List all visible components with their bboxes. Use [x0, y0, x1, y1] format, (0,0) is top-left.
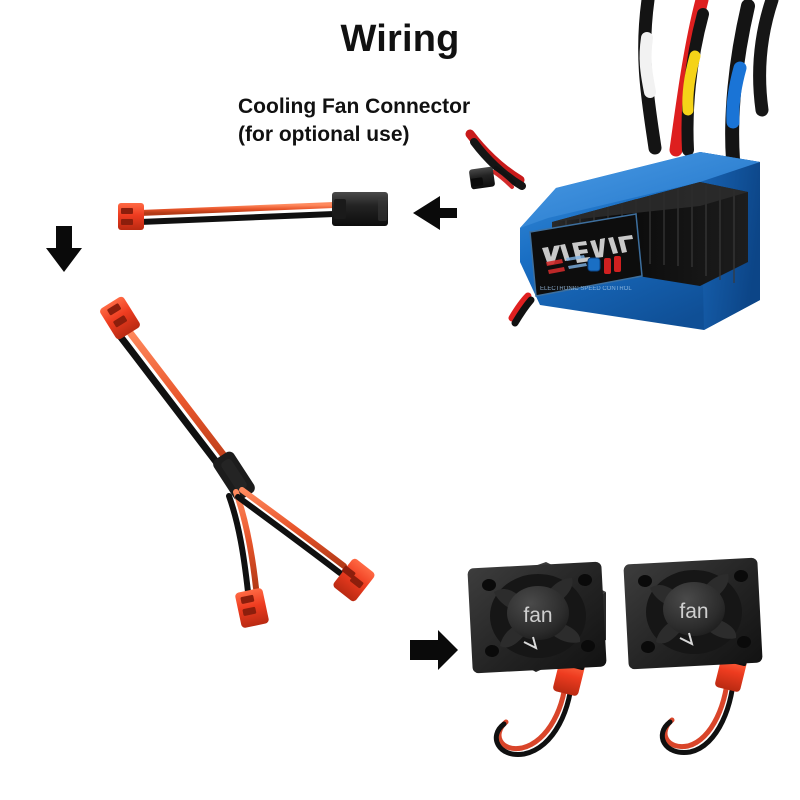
esc-wire-black [753, 0, 779, 117]
esc-battery-wire-left [465, 129, 526, 190]
esc-switch-controls [587, 256, 621, 274]
y-splitter-harness [100, 296, 375, 628]
cooling-fan-right: fan [623, 557, 763, 755]
splitter-trunk-black [116, 332, 234, 484]
fan-adapter-cable [118, 192, 388, 230]
adapter-wire-black [137, 211, 337, 225]
fan-right-hub [663, 582, 725, 636]
fan-left-hub [507, 586, 569, 640]
arrow-right-to-fans [410, 630, 458, 670]
page-title: Wiring [340, 18, 460, 60]
fan-left-mounting-holes [482, 573, 595, 658]
arrow-down-to-splitter [46, 226, 82, 272]
fan-right-wire-red [662, 665, 731, 750]
splitter-branch-a-black [226, 493, 251, 595]
fan-left-wire-black [493, 669, 575, 757]
caption-line-2: (for optional use) [238, 123, 410, 146]
fan-left-hub-label: fan [523, 604, 552, 627]
esc-body-top [520, 152, 760, 228]
fan-right-hub-label: fan [679, 600, 708, 623]
fan-right-frame: fan [623, 557, 763, 670]
fan-right-mounting-holes [638, 569, 751, 654]
cooling-fan-left: fan [467, 561, 607, 757]
svg-text:ELECTRONIC SPEED CONTROL: ELECTRONIC SPEED CONTROL [540, 286, 632, 292]
esc-wire-bundle [638, 0, 779, 167]
splitter-output-jst-b [333, 558, 375, 602]
adapter-servo-plug [332, 192, 388, 226]
splitter-branch-b-red [239, 487, 347, 569]
splitter-input-jst-connector [100, 296, 140, 340]
esc-assembly: ELECTRONIC SPEED CONTROL [465, 0, 779, 330]
esc-brand-badge: ELECTRONIC SPEED CONTROL [529, 213, 643, 297]
adapter-wire-red [137, 202, 337, 216]
fan-left-wire-red [496, 669, 569, 752]
fan-right-rotation-arrow [679, 632, 694, 646]
splitter-trunk-red [124, 326, 242, 478]
cooling-fan-caption: Cooling Fan Connector (for optional use) [238, 93, 578, 149]
adapter-jst-connector [118, 203, 144, 230]
caption-line-1: Cooling Fan Connector [238, 95, 471, 118]
esc-power-wire [508, 292, 535, 327]
splitter-branch-b-black [235, 494, 343, 576]
fan-left-frame: fan [467, 561, 607, 674]
esc-fan-port-connector [469, 166, 516, 190]
arrow-left-to-esc [413, 196, 457, 230]
fan-left-rotation-arrow [523, 636, 538, 650]
fan-right-wire-black [659, 665, 737, 755]
splitter-output-jst-a [235, 588, 269, 628]
